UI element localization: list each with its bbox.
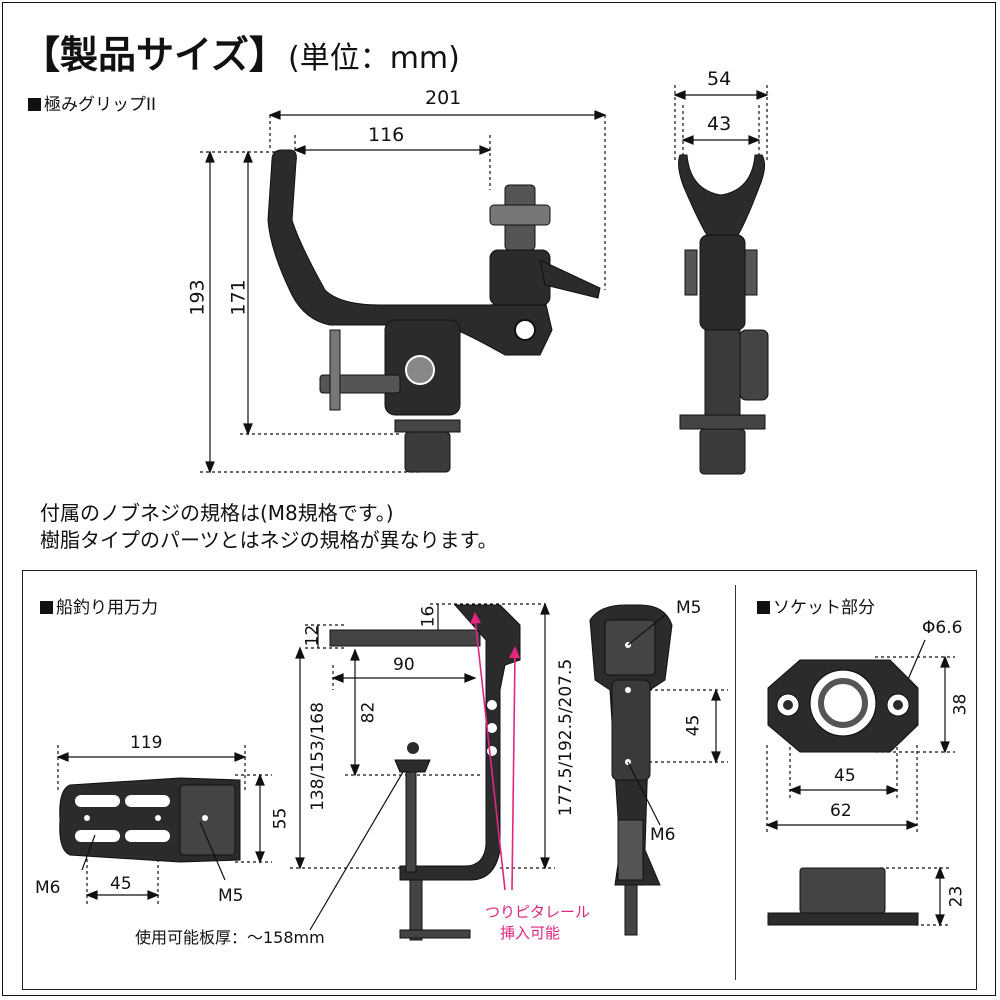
dim-43: 43	[707, 113, 732, 135]
dim-116: 116	[368, 124, 405, 146]
rail-note-line-1: つりピタレール	[485, 903, 591, 921]
dim-45-socket: 45	[834, 766, 856, 786]
rail-note-line-2: 挿入可能	[500, 924, 561, 942]
dim-45-left: 45	[110, 874, 132, 894]
label-m5-right: M5	[676, 598, 702, 618]
page-title: 【製品サイズ】	[22, 33, 287, 77]
note-line-1: 付属のノブネジの規格は(M8規格です。)	[40, 501, 394, 525]
dim-38: 38	[950, 693, 971, 716]
section-divider	[735, 585, 736, 980]
clamp-section-label: 船釣り用万力	[40, 593, 158, 618]
unit-label: (単位：mm)	[288, 41, 460, 76]
dim-90: 90	[393, 655, 415, 675]
lower-section-box	[22, 570, 977, 990]
dim-phi-6-6: Φ6.6	[922, 618, 963, 638]
note-line-2: 樹脂タイプのパーツとはネジの規格が異なります。	[40, 528, 498, 552]
label-m5-left: M5	[218, 886, 244, 906]
plate-thickness-label: 使用可能板厚：～158mm	[135, 928, 325, 947]
socket-section-label: ソケット部分	[757, 593, 875, 618]
dim-54: 54	[707, 68, 732, 90]
label-m6-right: M6	[650, 825, 676, 845]
dim-119: 119	[130, 733, 163, 753]
dim-62: 62	[830, 801, 852, 821]
grip-section-label: 極みグリップII	[28, 90, 156, 115]
dim-201: 201	[425, 87, 462, 109]
label-m6-left: M6	[35, 878, 61, 898]
dim-23: 23	[946, 885, 967, 908]
